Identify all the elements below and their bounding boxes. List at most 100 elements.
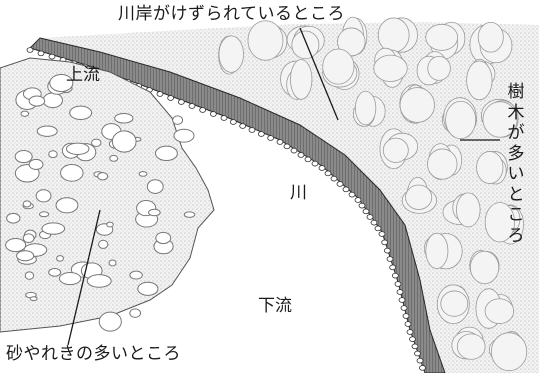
bank-stone (276, 139, 284, 145)
bank-stone (257, 131, 265, 137)
bank-stone (318, 165, 326, 171)
bank-stone (396, 289, 404, 295)
tree-blob (337, 27, 366, 57)
bank-stone (354, 197, 362, 203)
bank-stone (409, 336, 416, 342)
bank-stone (398, 297, 406, 303)
pebble (42, 92, 63, 109)
pebble (172, 115, 184, 125)
tree-blob (399, 87, 435, 123)
pebble (55, 197, 79, 214)
pebble (111, 130, 137, 153)
pebble (5, 238, 27, 253)
bank-stone (336, 181, 344, 187)
tree-blob (484, 298, 515, 324)
bank-stone (370, 219, 378, 226)
bank-stone (358, 202, 366, 209)
pebble (97, 172, 109, 181)
bank-stone (248, 127, 256, 133)
tree-blob (322, 48, 355, 85)
tree-blob (484, 202, 515, 243)
bank-stone (378, 231, 386, 237)
pebble (35, 189, 52, 203)
label-many-trees: 樹木が多いところ (507, 82, 525, 246)
pebble (16, 250, 35, 262)
tree-blob (469, 250, 500, 285)
pebble (49, 74, 74, 93)
bank-stone (48, 53, 56, 60)
bank-stone (26, 47, 34, 53)
bank-stone (177, 99, 185, 105)
pebble (114, 113, 134, 124)
bank-stone (297, 152, 305, 158)
leader-line-eroded-bank (299, 27, 339, 121)
pebble (29, 296, 38, 302)
label-eroded-bank: 川岸がけずられているところ (118, 4, 345, 24)
tree-blob (425, 23, 459, 51)
pebble (28, 95, 46, 107)
tree-blob (482, 101, 518, 138)
pebble (69, 105, 93, 120)
pebble (41, 222, 66, 235)
pebble (38, 211, 50, 218)
tree-blob (405, 184, 433, 210)
bank-stone (374, 225, 382, 232)
tree-blob (290, 59, 313, 100)
bank-stone (394, 281, 402, 287)
pebble (148, 208, 161, 217)
tree-blob (354, 90, 377, 126)
bank-stone (330, 175, 338, 182)
pebble (109, 154, 119, 162)
tree-blob (490, 332, 528, 372)
bank-stone (304, 156, 312, 163)
tree-blob (477, 21, 504, 53)
tree-blob (377, 17, 410, 53)
tree-blob (445, 100, 477, 139)
tree-canopy-group (218, 16, 528, 372)
bank-stone (290, 147, 298, 154)
tree-blob (425, 232, 449, 269)
bank-stone (167, 95, 175, 101)
bank-stone (37, 50, 45, 57)
label-gravel-area: 砂やれきの多いところ (6, 344, 181, 364)
bank-stone (381, 239, 389, 246)
pebble (56, 255, 65, 262)
bank-stone (348, 191, 356, 198)
bank-stone (402, 313, 410, 319)
bank-stone (362, 208, 370, 215)
tree-blob (247, 20, 284, 61)
bank-stone (188, 103, 196, 109)
pebble (154, 145, 178, 162)
tree-blob (291, 30, 320, 60)
pebble (22, 233, 35, 243)
pebble (173, 128, 195, 143)
label-river: 川 (290, 183, 307, 203)
pebble (48, 150, 58, 159)
bank-stone (229, 119, 237, 125)
bank-stone (366, 214, 374, 220)
bank-stone (406, 329, 414, 335)
pebble (86, 274, 112, 288)
bank-stone (342, 186, 350, 193)
pebble-group (5, 74, 196, 332)
tree-blob (456, 192, 481, 228)
pebble (22, 200, 32, 208)
bank-stone (239, 123, 247, 129)
pebble (129, 308, 142, 318)
tree-blob (466, 60, 493, 101)
pebble (183, 211, 196, 218)
pebble (60, 164, 84, 182)
tree-blob (456, 333, 486, 360)
tree-blob (218, 35, 244, 73)
bank-stone (267, 135, 275, 141)
pebble (138, 171, 148, 177)
bank-stone (419, 365, 426, 371)
bank-stone (209, 111, 217, 117)
pebble (48, 268, 62, 277)
leader-line-gravel (67, 209, 101, 346)
bank-stone (199, 107, 207, 113)
pebble (58, 271, 82, 286)
tree-blob (373, 54, 408, 82)
bank-stone (324, 170, 332, 177)
bank-stone (416, 357, 424, 364)
